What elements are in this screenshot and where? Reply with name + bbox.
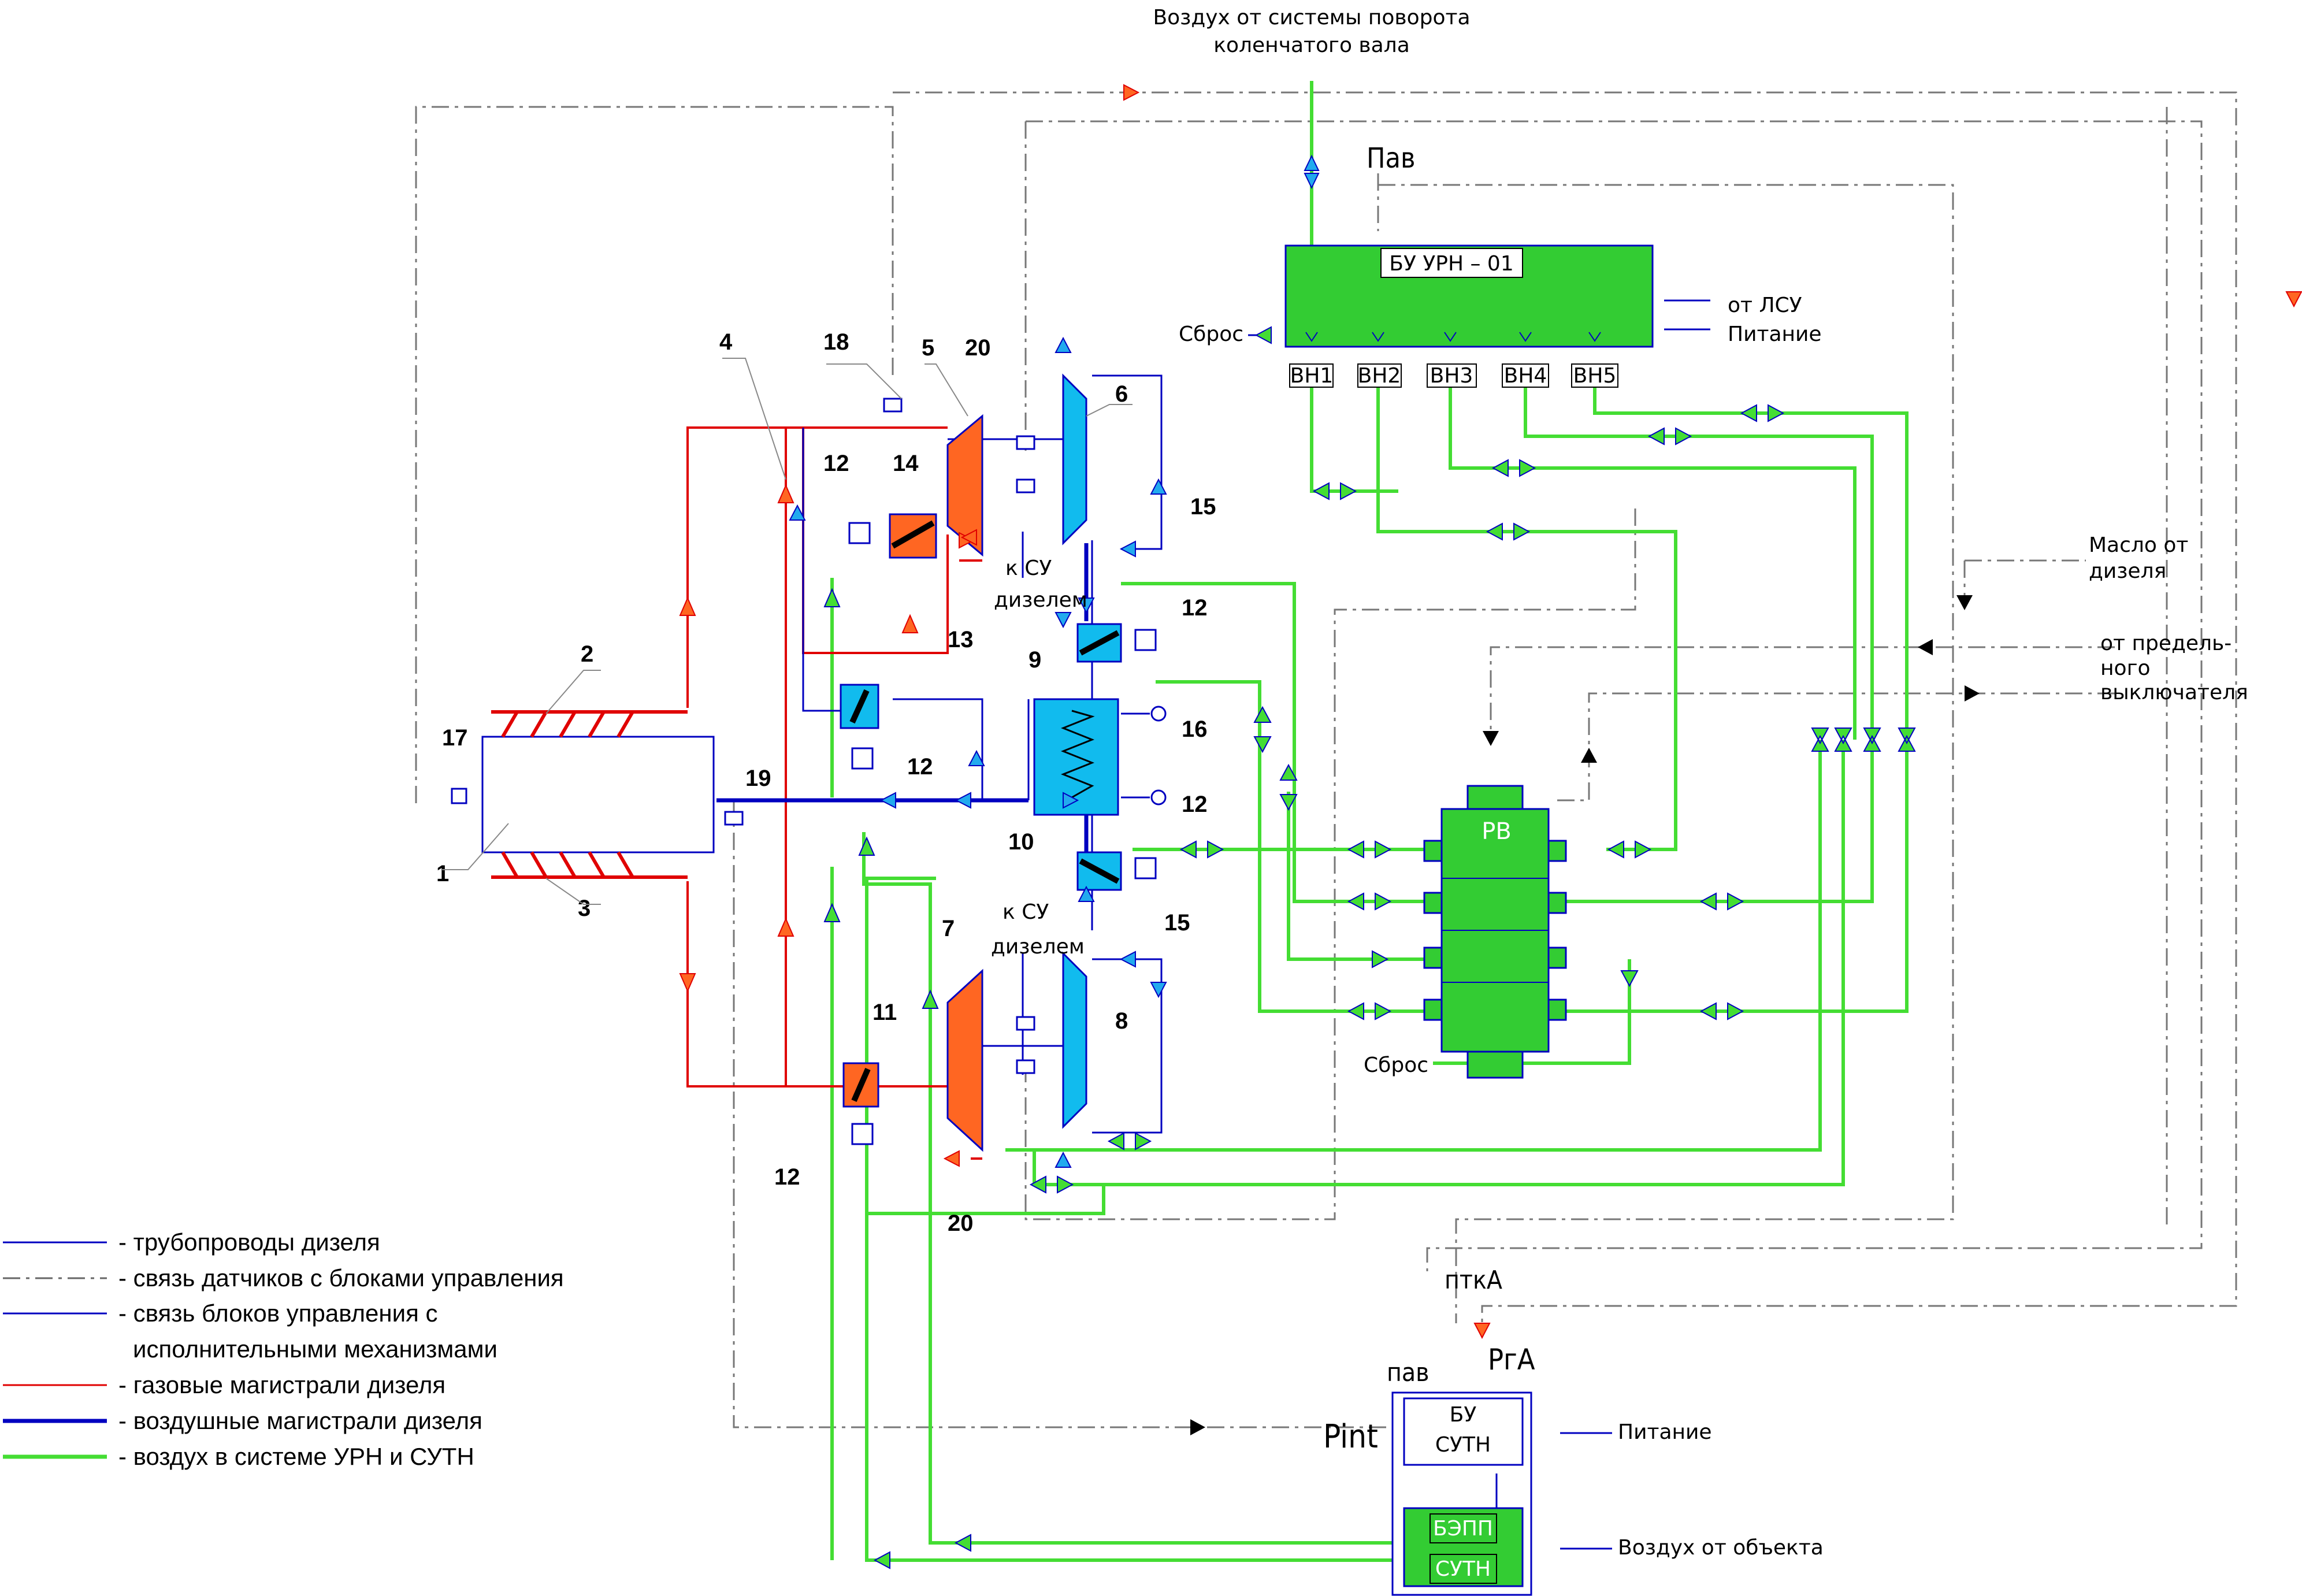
arrows-green: [823, 326, 1916, 1569]
legend-1: - трубопроводы дизеля: [118, 1228, 380, 1256]
ksu-upper-1: к СУ: [1005, 556, 1052, 580]
legend-7: - воздух в системе УРН и СУТН: [118, 1443, 474, 1470]
num-11: 11: [872, 1000, 897, 1025]
num-7: 7: [942, 916, 955, 941]
ksu-upper-2: дизелем: [994, 588, 1087, 612]
num-9: 9: [1029, 647, 1041, 673]
predel-line2: ного: [2100, 656, 2151, 680]
sensor-boxes: [451, 398, 1157, 1145]
num-18: 18: [823, 329, 849, 355]
ksu-lower-1: к СУ: [1003, 900, 1049, 924]
sutn-frame: [1391, 1391, 1532, 1596]
num-6: 6: [1115, 381, 1128, 407]
num-2: 2: [581, 641, 593, 667]
vn1-label: ВН1: [1290, 364, 1334, 388]
turbine-7: [946, 968, 983, 1152]
num-15a: 15: [1190, 494, 1216, 519]
buurn-ot-lsu: от ЛСУ: [1728, 294, 1802, 317]
vn2-label: ВН2: [1358, 364, 1401, 388]
bezpp-line2: СУТН: [1435, 1557, 1491, 1581]
maslo-line2: дизеля: [2089, 559, 2166, 583]
p-ab-top: Пав: [1367, 142, 1415, 175]
rv-title: РВ: [1482, 818, 1512, 845]
p-int: Pint: [1323, 1418, 1378, 1456]
maslo-line1: Масло от: [2089, 533, 2188, 557]
top-air-line2: коленчатого вала: [1213, 34, 1410, 57]
vn4-label: ВН4: [1504, 364, 1547, 388]
num-1: 1: [436, 861, 449, 886]
num-14: 14: [893, 451, 919, 476]
legend-6: - воздушные магистрали дизеля: [118, 1407, 482, 1434]
p-ga: PгА: [1488, 1343, 1535, 1376]
bu-sutn-line2: СУТН: [1435, 1433, 1491, 1457]
p-tka: пткА: [1445, 1265, 1502, 1295]
turbine-5: [946, 414, 983, 557]
num-10: 10: [1008, 829, 1034, 855]
num-20a: 20: [965, 335, 991, 361]
valve-14: [889, 513, 937, 559]
legend-3: - связь блоков управления с: [118, 1300, 437, 1327]
arrows-black: [1190, 595, 1980, 1435]
component-numbers: 1 2 3 4 5 6 7 8 9 10 11 12 12 12 12 12 1…: [436, 329, 1216, 1236]
num-8: 8: [1115, 1008, 1128, 1034]
vn-down-arrows: [1305, 332, 1601, 342]
intercooler-16: [1033, 698, 1167, 816]
diesel-engine: [481, 710, 715, 879]
num-4: 4: [719, 329, 733, 355]
buurn-title: БУ УРН – 01: [1389, 252, 1514, 276]
legend-2: - связь датчиков с блоками управления: [118, 1264, 564, 1291]
bezpp-line1: БЭПП: [1433, 1517, 1493, 1541]
legend: - трубопроводы дизеля - связь датчиков с…: [3, 1228, 564, 1470]
rv-sbros: Сброс: [1364, 1053, 1428, 1077]
sutn-pitanie: Питание: [1618, 1420, 1712, 1444]
num-20b: 20: [948, 1211, 974, 1236]
gas-lines: [686, 426, 982, 1160]
rv-block: РВ: [1423, 785, 1567, 1079]
ksu-lower-2: дизелем: [991, 935, 1085, 959]
buurn-block: БУ УРН – 01 ВН1 ВН2 ВН3 ВН4 ВН5: [1284, 244, 1654, 388]
num-12e: 12: [774, 1164, 800, 1190]
compressor-8: [1062, 951, 1087, 1129]
num-12c: 12: [1182, 595, 1208, 621]
legend-5: - газовые магистрали дизеля: [118, 1371, 445, 1398]
vn5-label: ВН5: [1573, 364, 1617, 388]
num-3: 3: [578, 896, 591, 921]
predel-line1: от предель-: [2100, 632, 2232, 655]
num-12a: 12: [823, 451, 849, 476]
bu-sutn-line1: БУ: [1450, 1403, 1477, 1427]
num-16: 16: [1182, 717, 1208, 742]
predel-line3: выключателя: [2100, 681, 2248, 704]
num-13: 13: [948, 627, 974, 652]
num-17: 17: [442, 725, 468, 751]
num-5: 5: [922, 335, 934, 361]
buurn-pitanie: Питание: [1728, 322, 1822, 346]
num-12b: 12: [907, 754, 933, 780]
sensor-links: [415, 91, 2237, 1428]
arrows-red: [679, 84, 2302, 1339]
valve-10: [1076, 851, 1122, 891]
vn3-label: ВН3: [1430, 364, 1473, 388]
leader-lines: [442, 358, 1133, 905]
num-15b: 15: [1164, 910, 1190, 936]
buurn-sbros: Сброс: [1179, 322, 1243, 346]
valve-11: [842, 1062, 879, 1108]
valve-9: [1076, 623, 1122, 663]
num-12d: 12: [1182, 792, 1208, 817]
valve-13: [840, 684, 879, 729]
num-19: 19: [745, 766, 771, 791]
arrows-blue: [789, 154, 1320, 1168]
p-ab-low: пав: [1387, 1358, 1429, 1387]
legend-4: исполнительными механизмами: [133, 1335, 497, 1363]
compressor-6: [1062, 373, 1087, 545]
sutn-vozduh: Воздух от объекта: [1618, 1536, 1824, 1560]
top-air-line1: Воздух от системы поворота: [1153, 6, 1470, 29]
